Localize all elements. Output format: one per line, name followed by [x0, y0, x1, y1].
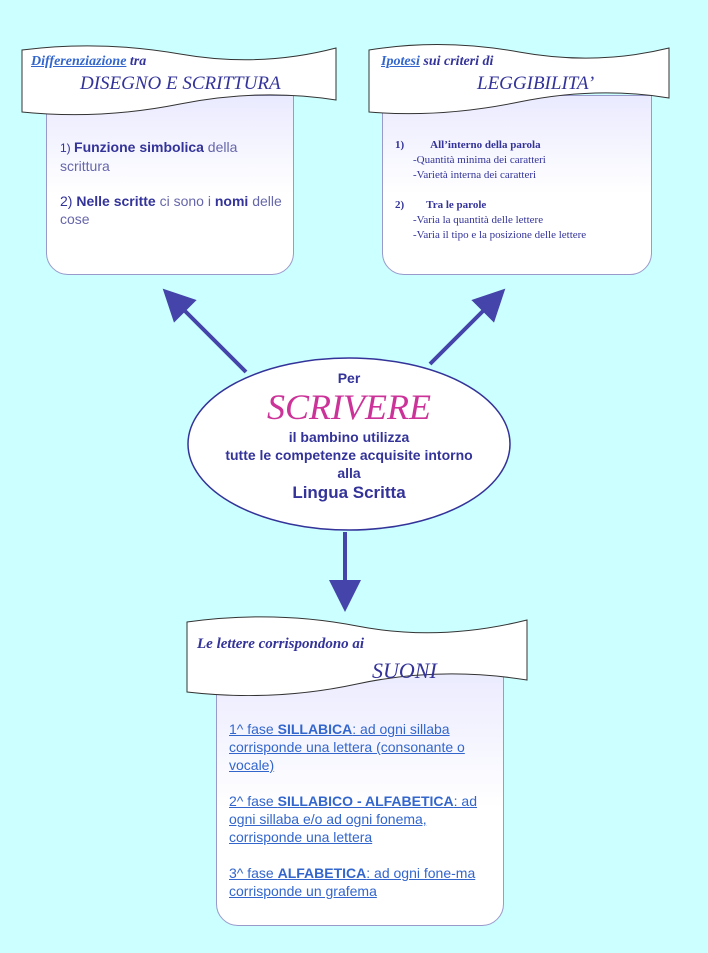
center-line2: tutte le competenze acquisite intorno	[225, 447, 473, 463]
right-card-body: 1)All’interno della parola -Quantità min…	[382, 95, 652, 275]
bottom-card-title-main: SUONI	[372, 658, 437, 683]
right-card-title-main: LEGGIBILITA’	[477, 73, 595, 94]
ipotesi-link[interactable]: Ipotesi	[381, 54, 420, 69]
center-text: Per SCRIVERE il bambino utilizza tutte l…	[186, 356, 512, 532]
right-section-1: 1)All’interno della parola -Quantità min…	[395, 139, 546, 181]
left-card-title-small: Differenziazione tra	[31, 54, 147, 69]
left-card-title-main: DISEGNO E SCRITTURA	[80, 73, 281, 94]
center-line3: alla	[337, 465, 361, 481]
left-card-banner: Differenziazione tra DISEGNO E SCRITTURA	[20, 42, 338, 116]
center-line4: Lingua Scritta	[292, 483, 406, 502]
phase-1-link[interactable]: 1^ fase SILLABICA: ad ogni sillaba corri…	[229, 721, 465, 773]
differenziazione-link[interactable]: Differenziazione	[31, 54, 127, 69]
arrow-to-left-card	[162, 288, 248, 374]
center-line1: il bambino utilizza	[288, 429, 410, 445]
right-card-banner: Ipotesi sui criteri di LEGGIBILITA’	[367, 40, 671, 116]
arrow-to-right-card	[428, 288, 506, 366]
bottom-card-title-small: Le lettere corrispondono ai	[197, 636, 365, 652]
phase-2-link[interactable]: 2^ fase SILLABICO - ALFABETICA: ad ogni …	[229, 793, 477, 845]
bottom-card-body: 1^ fase SILLABICA: ad ogni sillaba corri…	[216, 665, 504, 926]
bottom-card-banner: Le lettere corrispondono ai SUONI	[185, 610, 529, 696]
right-section-2: 2)Tra le parole -Varia la quantità delle…	[395, 199, 587, 241]
left-item-2: 2) Nelle scritte ci sono i nomi delle co…	[60, 193, 282, 227]
center-ellipse	[187, 357, 511, 531]
left-card-body: 1) Funzione simbolica della scrittura 2)…	[46, 95, 294, 275]
center-per: Per	[337, 370, 361, 386]
left-item-1: 1) Funzione simbolica della scrittura	[60, 139, 238, 174]
center-scrivere: SCRIVERE	[267, 387, 431, 427]
phase-3-link[interactable]: 3^ fase ALFABETICA: ad ogni fone-ma corr…	[229, 865, 476, 899]
right-card-title-small: Ipotesi sui criteri di	[381, 54, 494, 69]
